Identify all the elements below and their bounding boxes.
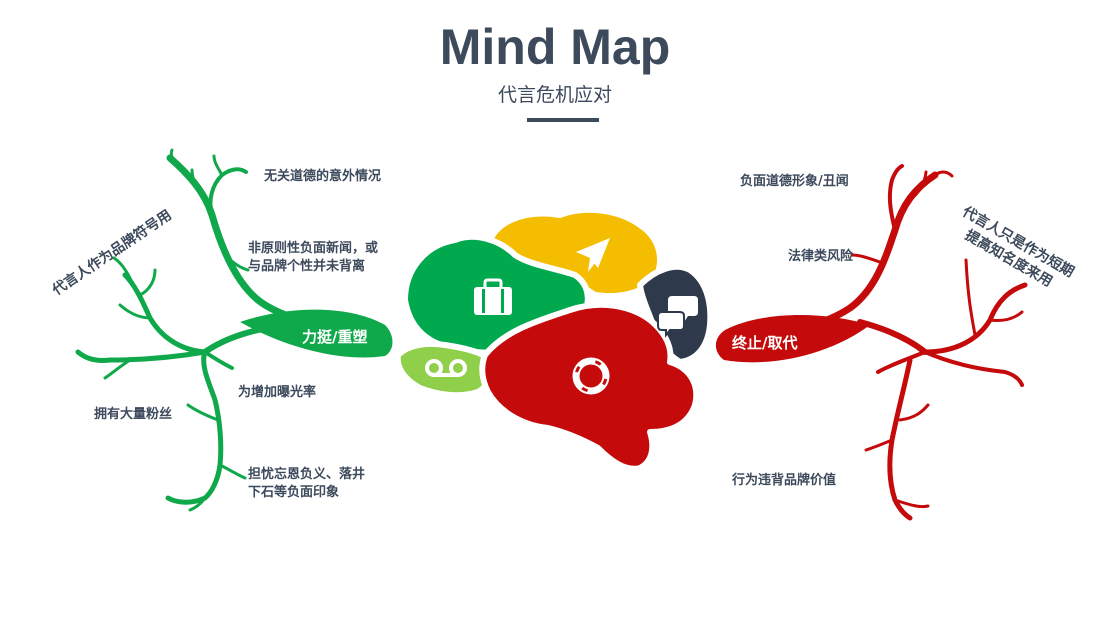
- right-item-3: 行为违背品牌价值: [732, 473, 837, 488]
- left-item-1: 无关道德的意外情况: [264, 169, 382, 184]
- brain-red-lobe: [479, 301, 700, 472]
- brain: [394, 206, 714, 472]
- left-item-2a: 非原则性负面新闻，或: [248, 241, 379, 256]
- brain-light-green-lobe: [394, 340, 495, 399]
- page-title: Mind Map: [439, 19, 671, 75]
- right-item-2: 法律类风险: [788, 249, 854, 264]
- chat-bubbles-icon: [657, 296, 698, 338]
- page-subtitle: 代言危机应对: [497, 84, 612, 106]
- left-item-5a: 担忧忘恩负义、落井: [248, 467, 366, 482]
- paper-plane-icon: [576, 238, 610, 272]
- voicemail-icon: [425, 359, 467, 377]
- left-item-4: 拥有大量粉丝: [94, 407, 173, 422]
- left-branch-blade: [240, 309, 393, 358]
- left-item-5b: 下石等负面印象: [248, 485, 340, 500]
- right-item-1: 负面道德形象/丑闻: [740, 174, 849, 189]
- left-item-2b: 与品牌个性并未背离: [248, 259, 366, 274]
- lifebuoy-icon: [572, 357, 610, 395]
- title-underline: [527, 118, 599, 122]
- left-item-3: 为增加曝光率: [238, 385, 317, 400]
- right-branch-label: 终止/取代: [732, 334, 798, 352]
- left-branch-label: 力挺/重塑: [302, 328, 368, 346]
- briefcase-icon: [474, 278, 512, 315]
- right-branch-blade: [715, 314, 870, 363]
